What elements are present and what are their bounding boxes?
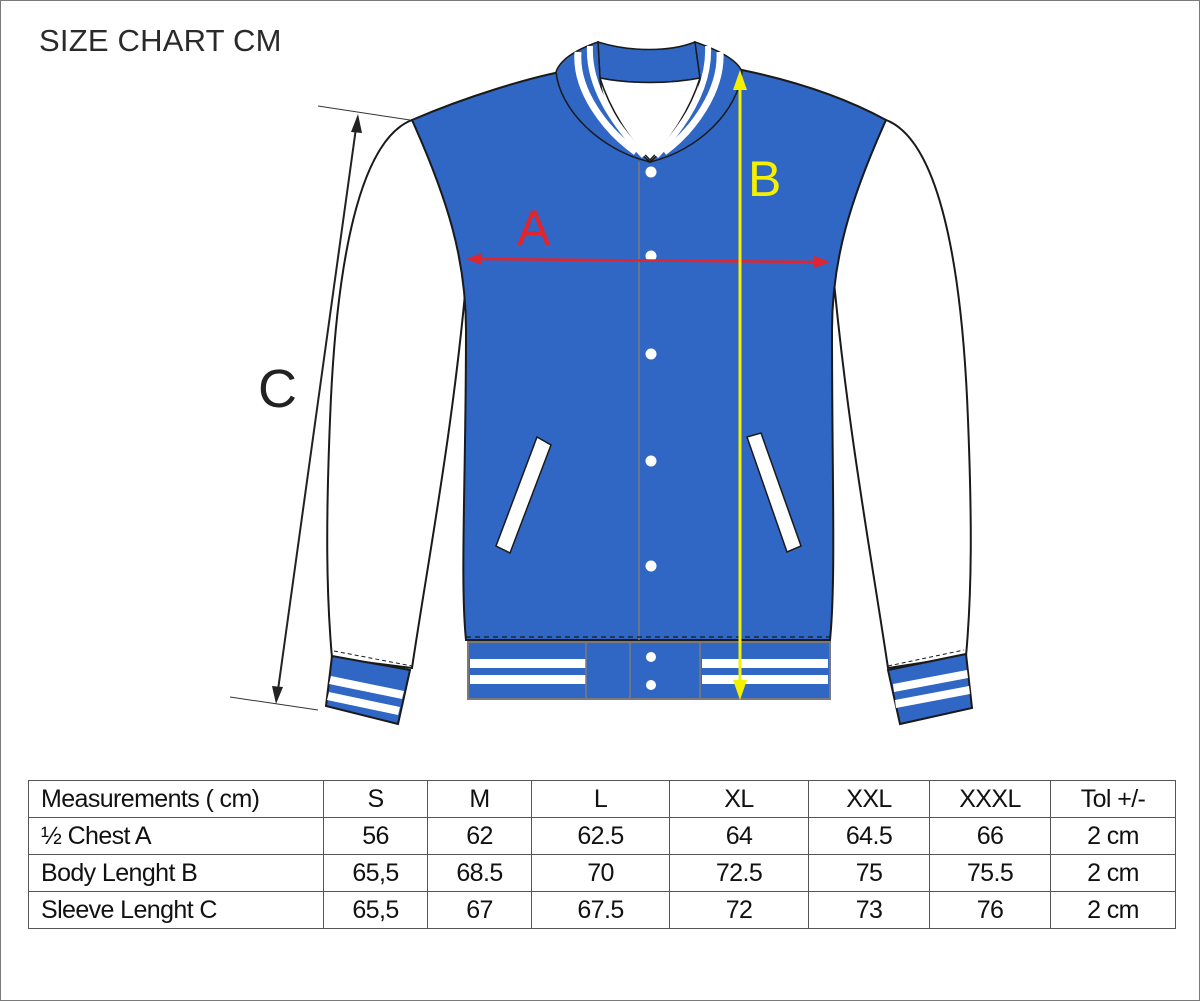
waistband: [467, 641, 831, 700]
cuff-right: [886, 649, 974, 726]
cell: 66: [929, 817, 1051, 855]
neck-opening: [598, 77, 702, 162]
header-size-xxl: XXL: [808, 780, 930, 818]
header-size-xl: XL: [669, 780, 809, 818]
row-label: Sleeve Lenght C: [28, 891, 324, 929]
table-header-row: Measurements ( cm) S M L XL XXL XXXL Tol…: [28, 780, 1176, 818]
table-row: Sleeve Lenght C 65,5 67 67.5 72 73 76 2 …: [28, 891, 1176, 929]
row-label: ½ Chest A: [28, 817, 324, 855]
cell: 75: [808, 854, 930, 892]
header-tolerance: Tol +/-: [1050, 780, 1176, 818]
measure-c-arrow: [229, 105, 411, 711]
row-label: Body Lenght B: [28, 854, 324, 892]
measure-a-label: A: [517, 200, 551, 256]
cell: 68.5: [427, 854, 532, 892]
cell: 67.5: [531, 891, 670, 929]
header-measurements: Measurements ( cm): [28, 780, 324, 818]
cell: 72: [669, 891, 809, 929]
header-size-s: S: [323, 780, 428, 818]
collar-back: [597, 40, 701, 84]
cell: 2 cm: [1050, 891, 1176, 929]
cell: 73: [808, 891, 930, 929]
cell: 75.5: [929, 854, 1051, 892]
cell: 70: [531, 854, 670, 892]
cell: 76: [929, 891, 1051, 929]
header-size-xxxl: XXXL: [929, 780, 1051, 818]
jacket-diagram: A B: [229, 40, 974, 726]
cell: 65,5: [323, 854, 428, 892]
page-title: SIZE CHART CM: [39, 23, 282, 58]
header-size-l: L: [531, 780, 670, 818]
cuff-left: [324, 650, 413, 726]
cell: 62: [427, 817, 532, 855]
cell: 62.5: [531, 817, 670, 855]
table-row: ½ Chest A 56 62 62.5 64 64.5 66 2 cm: [28, 817, 1176, 855]
cell: 64.5: [808, 817, 930, 855]
cell: 2 cm: [1050, 854, 1176, 892]
cell: 56: [323, 817, 428, 855]
pocket-left: [495, 435, 552, 555]
buttons: [645, 166, 657, 572]
measure-b-arrow: [733, 70, 747, 700]
cell: 67: [427, 891, 532, 929]
table-row: Body Lenght B 65,5 68.5 70 72.5 75 75.5 …: [28, 854, 1176, 892]
cell: 72.5: [669, 854, 809, 892]
cell: 2 cm: [1050, 817, 1176, 855]
measure-a-arrow: [466, 253, 830, 268]
size-table: Measurements ( cm) S M L XL XXL XXXL Tol…: [28, 780, 1176, 929]
measure-b-label: B: [748, 151, 781, 207]
measure-c-label: C: [258, 359, 297, 419]
pocket-right: [746, 432, 802, 554]
header-size-m: M: [427, 780, 532, 818]
cell: 65,5: [323, 891, 428, 929]
cell: 64: [669, 817, 809, 855]
